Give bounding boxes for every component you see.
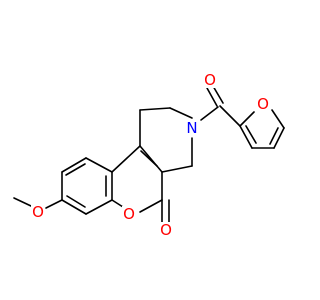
bond-furan-c3-c2-double — [245, 125, 257, 144]
bond-c5-o-ring — [139, 199, 163, 213]
molecule-structure: O O N O O O — [13, 71, 285, 239]
furan-oxygen-label: O — [257, 95, 269, 113]
bond-furan-c5-c4 — [273, 127, 285, 149]
bond-o-ring-c6a — [111, 199, 124, 208]
bond-furan-c5-c4-double — [269, 127, 279, 145]
bond-o-methyl — [13, 197, 32, 207]
bond-n-c2 — [169, 107, 193, 119]
bond-c8-o-methoxy — [45, 199, 63, 209]
lactone-carbonyl-oxygen-atom: O — [159, 221, 173, 239]
bond-amide-carbonyl-double-2 — [212, 85, 224, 104]
bond-n-carbonyl — [200, 106, 219, 121]
bond-c8-c7 — [61, 199, 87, 215]
bond-furan-c2-o — [239, 111, 255, 127]
bond-amide-carbonyl-double — [206, 87, 218, 107]
nitrogen-atom: N — [185, 119, 199, 137]
bond-c2-c1 — [139, 107, 171, 111]
bond-c4a-c10b-double — [140, 150, 158, 167]
bond-c10a-c10 — [85, 157, 113, 173]
bond-c10a-c10b — [111, 145, 141, 173]
amide-carbonyl-oxygen-atom: O — [203, 71, 217, 89]
bond-c4a-c10b — [139, 145, 163, 173]
bond-c8-c7-double — [66, 195, 86, 208]
furan-oxygen-atom: O — [256, 95, 270, 113]
amide-carbonyl-oxygen-label: O — [204, 71, 216, 89]
atom-label-layer: O O N O O O — [31, 71, 270, 239]
bond-c10-c9-double — [65, 163, 86, 176]
bond-c7-c6a — [85, 199, 113, 215]
nitrogen-label: N — [186, 119, 197, 137]
methoxy-oxygen-label: O — [32, 203, 44, 221]
lactone-ring-oxygen-atom: O — [122, 205, 136, 223]
methoxy-oxygen-atom: O — [31, 203, 45, 221]
bond-layer — [13, 85, 285, 223]
bond-furan-c3-c2 — [239, 125, 253, 149]
bond-c10-c9 — [61, 157, 87, 173]
bond-furan-o-c5 — [271, 109, 285, 129]
bond-carbonyl-furan — [219, 105, 241, 127]
lactone-carbonyl-oxygen-label: O — [160, 221, 172, 239]
lactone-ring-oxygen-label: O — [123, 205, 135, 223]
bond-c4-c4a — [161, 165, 193, 173]
